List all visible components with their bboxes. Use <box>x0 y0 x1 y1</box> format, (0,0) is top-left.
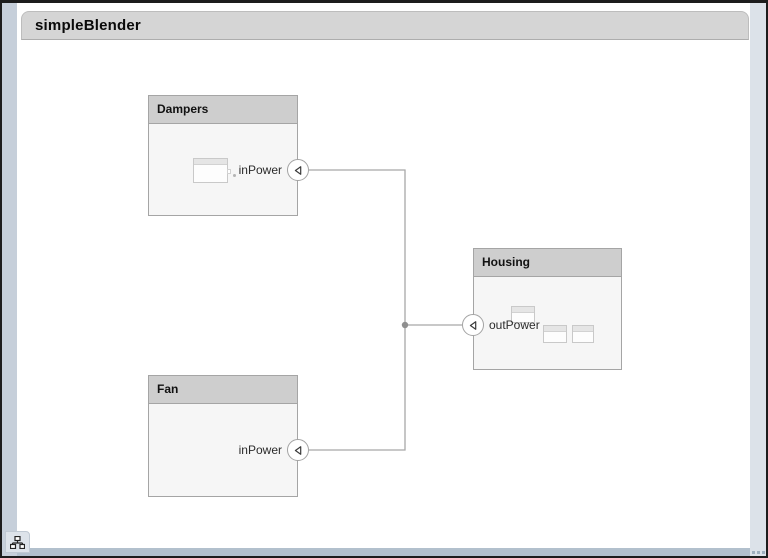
connector-dampers-fan[interactable] <box>309 169 406 451</box>
housing-preview-block-icon <box>511 306 535 323</box>
hierarchy-icon <box>10 535 25 549</box>
port-label-housing-outpower: outPower <box>489 318 540 332</box>
port-housing-outpower[interactable] <box>462 314 484 336</box>
port-dampers-inpower[interactable] <box>287 159 309 181</box>
resize-grip <box>752 548 766 556</box>
left-triangle-icon <box>294 445 301 455</box>
component-dampers-header: Dampers <box>149 96 297 124</box>
housing-preview-block-icon <box>572 325 594 343</box>
component-housing[interactable]: Housing <box>473 248 622 370</box>
frame-band-bottom <box>17 548 750 556</box>
diagram-canvas <box>17 3 750 548</box>
port-label-fan-inpower: inPower <box>238 443 282 457</box>
component-housing-header: Housing <box>474 249 621 277</box>
component-housing-name: Housing <box>482 255 530 269</box>
dampers-preview-block-icon <box>193 158 228 183</box>
housing-preview-block-icon <box>543 325 567 343</box>
component-fan-name: Fan <box>157 382 179 396</box>
hierarchy-toggle-button[interactable] <box>5 531 30 553</box>
left-triangle-icon <box>294 165 301 175</box>
left-triangle-icon <box>469 320 476 330</box>
frame-band-left <box>2 3 17 556</box>
component-fan-header: Fan <box>149 376 297 404</box>
model-title: simpleBlender <box>35 17 141 34</box>
component-fan[interactable]: Fan <box>148 375 298 497</box>
model-title-bar: simpleBlender <box>21 11 749 40</box>
dampers-preview-dot <box>233 174 236 177</box>
port-label-dampers-inpower: inPower <box>238 163 282 177</box>
frame-band-right <box>750 3 766 556</box>
dampers-preview-port-nub <box>227 169 231 174</box>
component-dampers[interactable]: Dampers <box>148 95 298 216</box>
port-fan-inpower[interactable] <box>287 439 309 461</box>
component-dampers-name: Dampers <box>157 102 209 116</box>
